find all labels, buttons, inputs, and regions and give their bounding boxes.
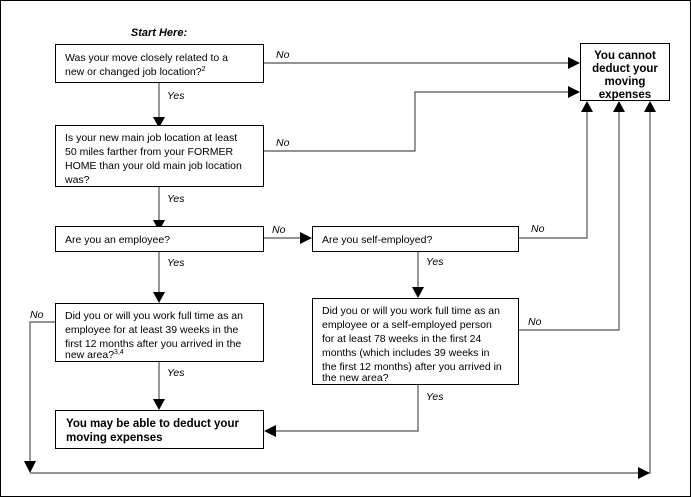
arrowhead-q3-no [300,232,312,244]
edge-label-q5-yes: Yes [167,367,185,379]
node-q2-line-0: Is your new main job location at least [65,132,237,144]
node-cannot-line-1: deduct your [592,63,658,75]
node-may-line-0: You may be able to deduct your [66,418,239,430]
arrowhead-bottom-return-right [638,467,650,479]
arrowhead-q3-yes [153,292,165,303]
node-cannot-deduct[interactable]: You cannot deduct your moving expenses [580,43,670,102]
node-q1-line-1: new or changed job location?2 [65,66,206,78]
arrowhead-q4-no [581,101,593,112]
node-q6-line-3: months (which includes 39 weeks in [322,347,490,359]
node-q6-line-2: for at least 78 weeks in the first 24 [322,333,481,345]
edge-label-q3-yes: Yes [167,257,185,269]
edge-label-q1-no: No [276,49,290,61]
node-q4-line-0: Are you self-employed? [322,234,432,246]
arrowhead-q5-yes [153,399,165,410]
arrowhead-q2-yes [153,220,165,231]
arrowhead-q1-no [568,57,580,69]
arrowhead-q5-no [24,461,36,473]
arrowhead-bottom-return-up [644,101,656,112]
node-q1-line-0: Was your move closely related to a [65,52,228,64]
node-may-line-1: moving expenses [66,432,163,444]
edge-label-q4-yes: Yes [426,256,444,268]
arrowhead-q2-no [568,86,580,98]
node-cannot-line-0: You cannot [594,50,656,62]
node-q6-line-1: employee or a self-employed person [322,319,492,331]
node-q6-line-0: Did you or will you work full time as an [322,305,500,317]
node-q6[interactable]: Did you or will you work full time as an… [312,298,519,385]
node-q1[interactable]: Was your move closely related to a new o… [55,44,264,83]
node-q3-box[interactable] [55,226,264,252]
node-cannot-deduct-box[interactable] [580,43,670,101]
node-q5[interactable]: Did you or will you work full time as an… [55,303,264,362]
node-q5-line-0: Did you or will you work full time as an [65,310,243,322]
node-q4-box[interactable] [312,226,519,252]
node-q3[interactable]: Are you an employee? [55,226,264,252]
start-here-label: Start Here: [131,27,188,39]
node-may-deduct-box[interactable] [55,410,264,449]
node-q6-box[interactable] [312,298,519,385]
edge-label-q1-yes: Yes [167,90,185,102]
edge-q5-no [29,321,55,463]
edge-label-q6-no: No [528,316,542,328]
node-q5-box[interactable] [55,303,264,362]
node-q2-line-1: 50 miles farther from your FORMER [65,146,233,158]
node-q6-line-5: the new area? [322,372,389,384]
edge-label-q2-no: No [276,137,290,149]
edge-q4-no [519,112,588,239]
node-may-deduct[interactable]: You may be able to deduct your moving ex… [55,410,264,449]
node-q2-line-3: was? [64,174,90,186]
edge-label-q5-no: No [30,309,44,321]
arrowhead-q6-yes [264,425,276,437]
node-q2-line-2: HOME than your old main job location [65,160,242,172]
arrowhead-q4-yes [412,287,424,298]
node-cannot-line-2: moving [605,76,646,88]
node-q2-box[interactable] [55,125,264,187]
node-q3-line-0: Are you an employee? [65,234,170,246]
edge-q6-no [519,112,620,331]
edge-q6-yes [276,384,419,432]
node-q5-line-3: new area?3,4 [65,349,124,361]
node-q1-box[interactable] [55,44,264,83]
node-cannot-line-3: expenses [599,89,651,101]
edge-label-q6-yes: Yes [426,391,444,403]
edge-label-q4-no: No [531,223,545,235]
node-q4[interactable]: Are you self-employed? [312,226,519,252]
node-q6-line-4: the first 12 months) after you arrived i… [322,361,502,373]
arrowhead-q6-no [613,101,625,112]
node-q5-line-2: first 12 months after you arrived in the [65,338,241,350]
edge-label-q2-yes: Yes [167,193,185,205]
node-q5-line-1: employee for at least 39 weeks in the [65,324,239,336]
edge-label-q3-no: No [272,224,286,236]
node-q2[interactable]: Is your new main job location at least 5… [55,125,264,187]
arrowhead-q1-yes [153,117,165,128]
edge-q2-no [264,91,568,152]
